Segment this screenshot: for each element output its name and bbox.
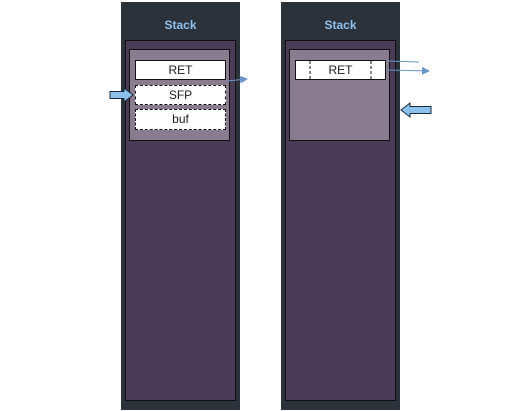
cell-buf-left: buf — [135, 109, 226, 130]
cell-ret-left: RET — [135, 60, 226, 80]
stack-panel-left: Stack RET SFP buf — [121, 2, 240, 410]
cell-sfp-left: SFP — [135, 85, 226, 105]
stack-title-right: Stack — [324, 18, 357, 32]
stack-title-left: Stack — [164, 18, 197, 32]
pointer-arrow-icon-right — [400, 101, 432, 119]
cell-ret-right: RET — [295, 60, 386, 80]
stack-panel-right: Stack RET — [281, 2, 400, 410]
